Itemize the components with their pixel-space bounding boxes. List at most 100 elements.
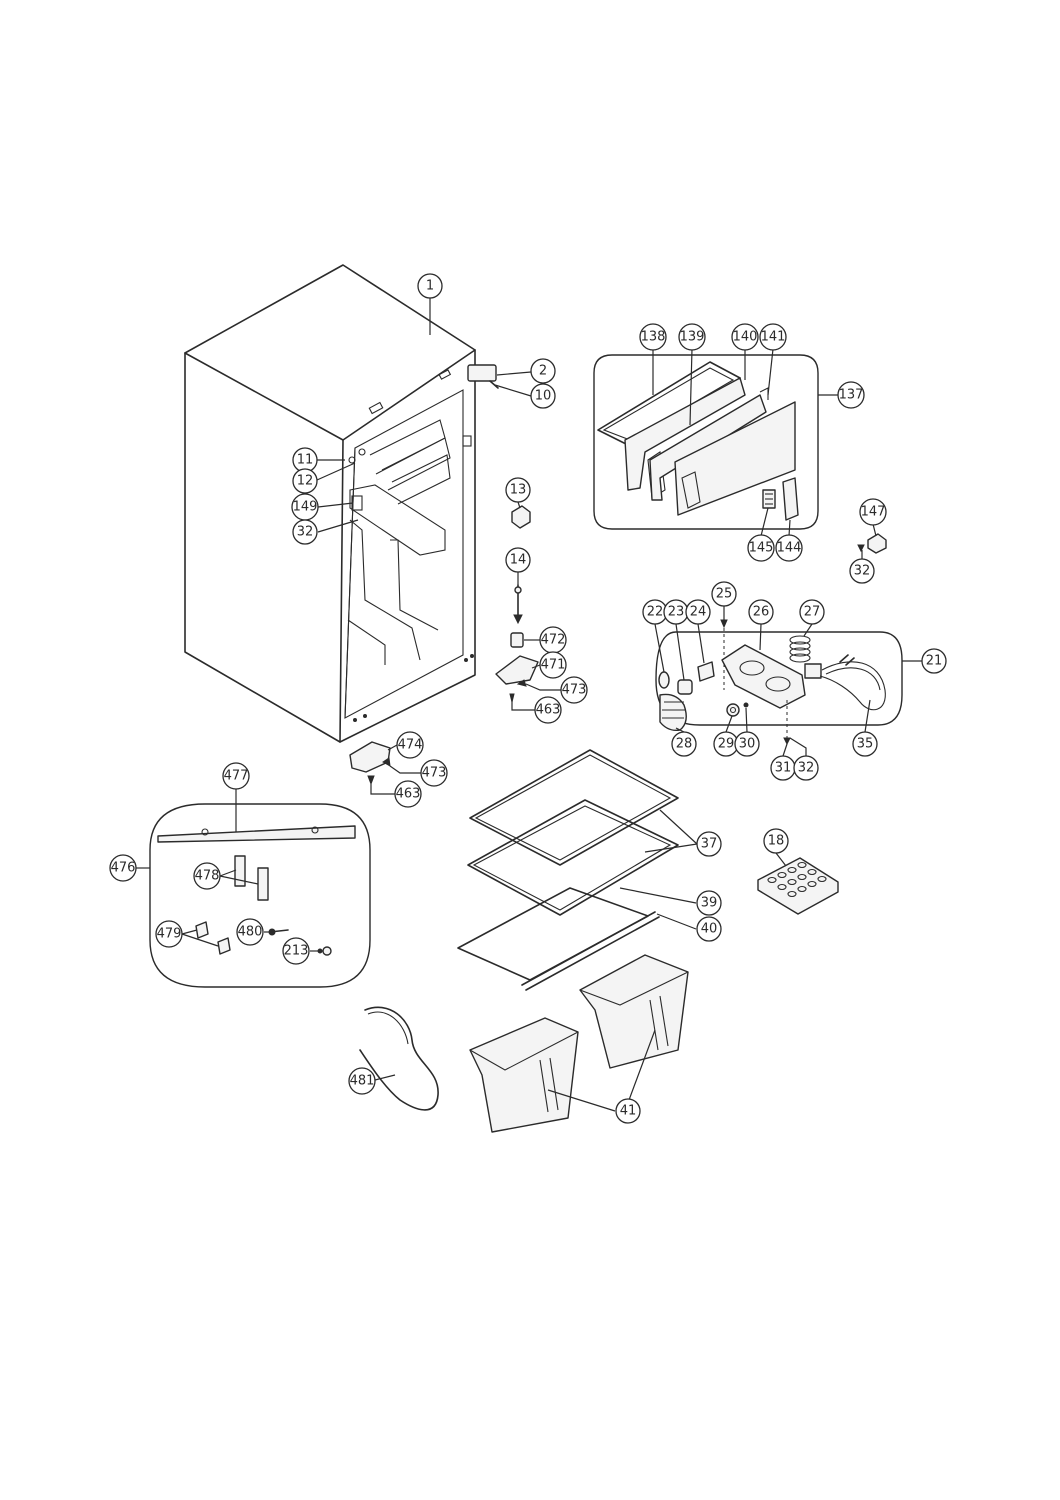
callout-label: 140 [733,330,758,345]
callout-label: 477 [224,769,249,784]
callout-12: 12 [292,468,318,494]
door-assembly [593,354,819,530]
callout-label: 213 [284,944,309,959]
callout-label: 144 [777,541,802,556]
callout-29: 29 [713,731,739,757]
callout-label: 12 [297,474,314,489]
callout-label: 472 [541,633,566,648]
callout-label: 11 [297,453,314,468]
callout-label: 138 [641,330,666,345]
hinge-kit [149,803,371,988]
callout-label: 32 [798,761,815,776]
callout-13: 13 [505,477,531,503]
callout-10: 10 [530,383,556,409]
callout-28: 28 [671,731,697,757]
callout-145: 145 [747,534,775,562]
callout-label: 14 [510,553,527,568]
callout-label: 147 [861,505,886,520]
callout-label: 29 [718,737,735,752]
control-assembly [655,619,903,746]
ice-tray [757,857,839,915]
callout-476: 476 [109,854,137,882]
drain-tube [359,1006,439,1111]
callout-472: 472 [539,626,567,654]
callout-41: 41 [615,1098,641,1124]
callout-24: 24 [685,599,711,625]
callout-31: 31 [770,755,796,781]
callout-26: 26 [748,599,774,625]
callout-32-cabinet: 32 [292,519,318,545]
callout-label: 463 [396,787,421,802]
callout-label: 27 [804,605,821,620]
callout-label: 23 [668,605,685,620]
callout-label: 1 [426,279,434,294]
callout-label: 35 [857,737,874,752]
callout-40: 40 [696,916,722,942]
callout-label: 473 [562,683,587,698]
callout-32-control: 32 [793,755,819,781]
callout-label: 39 [701,896,718,911]
callout-139: 139 [678,323,706,351]
callout-label: 22 [647,605,664,620]
small-parts-center [349,505,539,786]
callout-label: 463 [536,703,561,718]
crisper-drawers [469,954,689,1133]
callout-473-lower: 473 [420,759,448,787]
callout-35: 35 [852,731,878,757]
callout-label: 25 [716,587,733,602]
callout-label: 145 [749,541,774,556]
callout-label: 478 [195,869,220,884]
callout-label: 31 [775,761,792,776]
callout-147: 147 [859,498,887,526]
callout-144: 144 [775,534,803,562]
leader-lines [136,298,922,1112]
callout-14: 14 [505,547,531,573]
callout-22: 22 [642,599,668,625]
callout-474: 474 [396,731,424,759]
callout-label: 476 [111,861,136,876]
callout-label: 40 [701,922,718,937]
thermostat-coil [789,635,811,663]
callout-label: 26 [753,605,770,620]
callout-label: 28 [676,737,693,752]
callout-label: 137 [839,388,864,403]
callout-label: 32 [854,564,871,579]
callout-471: 471 [539,651,567,679]
callout-label: 480 [238,925,263,940]
callout-label: 13 [510,483,527,498]
callout-32-door: 32 [849,558,875,584]
callout-39: 39 [696,890,722,916]
callout-1: 1 [417,273,443,299]
callout-473-upper: 473 [560,676,588,704]
callout-30: 30 [734,731,760,757]
callout-label: 473 [422,766,447,781]
callout-2: 2 [530,358,556,384]
callout-480: 480 [236,918,264,946]
callout-21: 21 [921,648,947,674]
callout-label: 471 [541,658,566,673]
callout-463-lower: 463 [394,780,422,808]
callout-label: 21 [926,654,943,669]
callout-141: 141 [759,323,787,351]
callout-149: 149 [291,493,319,521]
callout-479: 479 [155,920,183,948]
callout-18: 18 [763,828,789,854]
callout-478: 478 [193,862,221,890]
callout-23: 23 [663,599,689,625]
callout-label: 37 [701,837,718,852]
callout-25: 25 [711,581,737,607]
callout-label: 141 [761,330,786,345]
callout-label: 30 [739,737,756,752]
callout-label: 41 [620,1104,637,1119]
callout-label: 481 [350,1074,375,1089]
callout-138: 138 [639,323,667,351]
callout-37: 37 [696,831,722,857]
callout-label: 479 [157,927,182,942]
callout-463-upper: 463 [534,696,562,724]
callout-27: 27 [799,599,825,625]
callout-213: 213 [282,937,310,965]
callout-137: 137 [837,381,865,409]
callout-label: 474 [398,738,423,753]
callout-481: 481 [348,1067,376,1095]
